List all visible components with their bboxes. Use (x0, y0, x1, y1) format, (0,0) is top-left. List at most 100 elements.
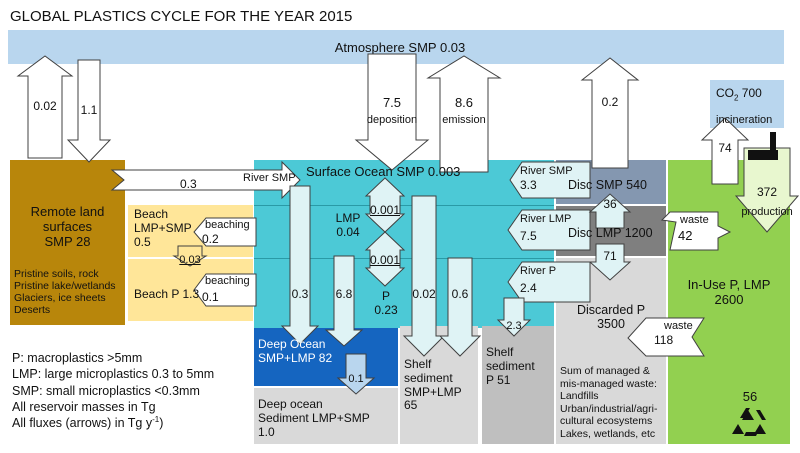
emission-value: 8.6 (454, 95, 474, 110)
remote-up-value: 0.02 (33, 99, 57, 113)
shelf-sediment-p-line-2: sediment (486, 358, 535, 373)
shelf-1-value: 0.02 (412, 287, 436, 301)
p-mid-label: P 0.23 (366, 289, 406, 318)
deep-sediment-label: Deep ocean Sediment LMP+SMP 1.0 (258, 397, 370, 439)
p-mid-line-1: P (381, 289, 390, 303)
legend-line: SMP: small microplastics <0.3mm (12, 383, 200, 398)
incinerator-stack (770, 132, 776, 152)
deep-sediment-line-2: Sediment LMP+SMP (258, 410, 370, 425)
discarded-item: Lakes, wetlands, etc (560, 427, 656, 440)
production-label: production (741, 206, 793, 218)
remote-down-value: 1.1 (80, 103, 98, 117)
shelf-sediment-p-line-3: P 51 (486, 372, 511, 387)
remote-land-title: Remote land surfaces SMP 28 (10, 204, 125, 250)
shelf-sediment-lmp-line-3: SMP+LMP (404, 384, 462, 399)
deep-sink-1-value: 0.3 (291, 287, 309, 301)
recycle-icon (732, 408, 766, 436)
beach-p-label: Beach P 1.3 (134, 287, 200, 301)
remote-land-box (10, 160, 125, 325)
lmp-mid-line-1: LMP (335, 211, 361, 225)
beach-lmp-line-1: Beach (134, 207, 169, 221)
deep-ocean-box (254, 328, 398, 386)
river-lmp-value: 7.5 (520, 229, 537, 243)
co2-sub: 2 (734, 93, 739, 103)
lmp-mid-line-2: 0.04 (336, 224, 360, 239)
remote-land-item: Pristine soils, rock (14, 268, 99, 280)
diagram-title: GLOBAL PLASTICS CYCLE FOR THE YEAR 2015 (10, 8, 353, 25)
mix-top-arrow (364, 177, 406, 233)
surface-ocean-divider-1 (254, 205, 554, 206)
disc-exchange-up-arrow (588, 193, 632, 229)
co2-prefix: CO (716, 86, 734, 100)
shelf-sediment-lmp-line-2: sediment (404, 370, 453, 385)
legend-line: All reservoir masses in Tg (12, 399, 156, 414)
waste-bottom-value: 118 (654, 333, 674, 347)
river-lmp-label: River LMP (520, 213, 572, 225)
shelf-2-arrow (438, 257, 482, 357)
waste-bottom-arrow (627, 317, 705, 357)
incineration-arrow (700, 117, 750, 185)
river-p-value: 2.4 (520, 281, 537, 295)
surface-ocean-label: Surface Ocean SMP 0.003 (306, 164, 461, 179)
disc-to-discarded-arrow (588, 243, 632, 281)
shelf-sediment-p-label: Shelf sediment P 51 (486, 345, 535, 387)
river-smp-right-value: 3.3 (520, 178, 537, 192)
in-use-label: In-Use P, LMP 2600 (668, 277, 790, 308)
deep-sink-2-value: 6.8 (335, 287, 353, 301)
beach-exchange-value: 0.03 (179, 254, 201, 266)
discarded-item: mis-managed waste: (560, 377, 657, 390)
legend-flux-suffix: ) (159, 416, 164, 431)
discarded-title-line-2: 3500 (597, 317, 625, 332)
deep-ocean-line-2: SMP+LMP 82 (258, 350, 333, 365)
river-p-arrow (507, 261, 591, 303)
waste-top-label: waste (680, 214, 709, 226)
discarded-item: Landfills (560, 390, 599, 403)
shelf-sediment-lmp-label: Shelf sediment SMP+LMP 65 (404, 357, 462, 413)
disc-up-value: 0.2 (601, 95, 619, 109)
beaching-top-arrow (193, 217, 257, 247)
remote-land-item: Deserts (14, 304, 51, 317)
co2-value: 700 (738, 86, 762, 100)
waste-bottom-label: waste (664, 320, 693, 332)
deposition-label: deposition (366, 114, 418, 126)
river-smp-left-arrow (110, 160, 301, 200)
disc-up-arrow (580, 57, 640, 169)
remote-land-title-line-2: surfaces (42, 218, 93, 234)
deep-ocean-line-1: Deep Ocean (258, 337, 326, 351)
legend-flux-line: All fluxes (arrows) in Tg y-1) (12, 415, 214, 431)
incineration-value: 74 (718, 141, 732, 155)
shelf-sediment-p-line-1: Shelf (486, 345, 514, 359)
production-value: 372 (756, 185, 778, 199)
legend: P: macroplastics >5mm LMP: large micropl… (12, 350, 214, 431)
emission-label: emission (442, 114, 486, 126)
deep-sediment-box (254, 388, 398, 444)
beaching-top-label: beaching (205, 219, 250, 231)
sediment-deep-arrow (336, 353, 376, 395)
shelf-sediment-lmp-line-1: Shelf (404, 357, 432, 371)
river-lmp-arrow (507, 209, 591, 251)
co2-label: CO2 700 (716, 86, 762, 103)
river-smp-left-value: 0.3 (180, 177, 197, 191)
discarded-item: Urban/industrial/agri- (560, 402, 658, 415)
discarded-item: Sum of managed & (560, 365, 650, 377)
beaching-bottom-arrow (193, 273, 257, 307)
disc-lmp-label: Disc LMP 1200 (568, 226, 653, 240)
legend-flux-prefix: All fluxes (arrows) in Tg y (12, 416, 153, 431)
lmp-mid-label: LMP 0.04 (328, 211, 368, 240)
beaching-top-value: 0.2 (202, 232, 219, 246)
discarded-title-line-1: Discarded P (576, 303, 646, 317)
incinerator-base (748, 150, 778, 160)
legend-line: P: macroplastics >5mm (12, 351, 143, 365)
in-use-line-1: In-Use P, LMP (687, 277, 771, 292)
waste-top-arrow (660, 211, 732, 251)
waste-top-value: 42 (678, 228, 693, 243)
shelf-1-arrow (402, 195, 446, 357)
deep-sediment-line-3: 1.0 (258, 424, 275, 439)
remote-land-item: Pristine lake/wetlands (14, 280, 116, 293)
river-smp-right-arrow (509, 161, 591, 199)
remote-land-items: Pristine soils, rock Pristine lake/wetla… (14, 268, 116, 316)
deep-ocean-label: Deep Ocean SMP+LMP 82 (258, 337, 333, 366)
remote-land-title-line-3: SMP 28 (44, 233, 91, 249)
emission-arrow (426, 55, 502, 173)
deposition-arrow (354, 53, 430, 171)
